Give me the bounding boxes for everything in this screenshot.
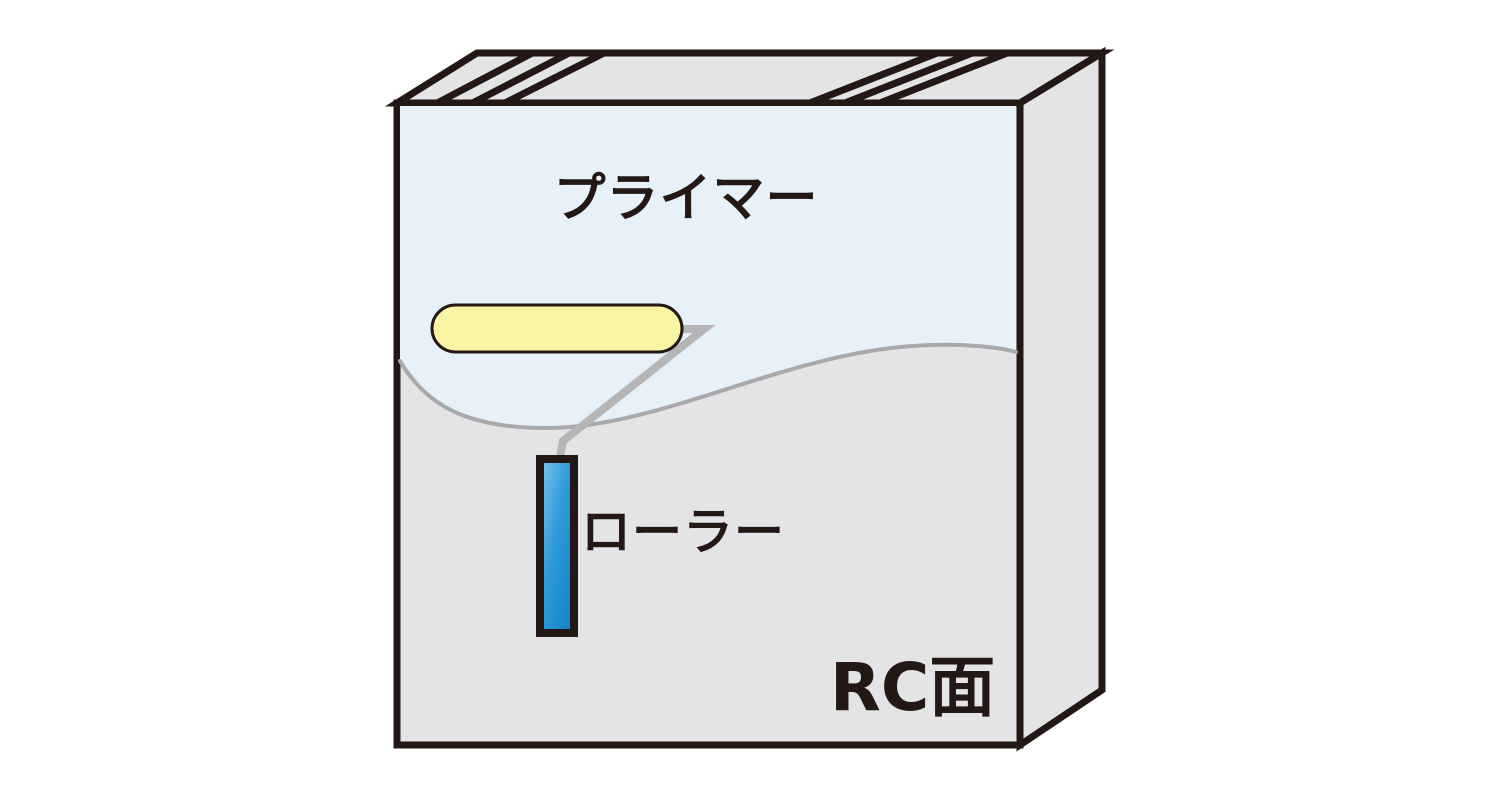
paint-roller-icon	[430, 303, 716, 637]
roller-handle	[536, 455, 578, 637]
roller-frame-wire	[555, 325, 716, 463]
primer-label: プライマー	[553, 169, 818, 229]
roller-label: ローラー	[581, 503, 785, 561]
roller-sleeve	[430, 303, 684, 354]
wall-block	[384, 46, 1115, 752]
wall-side-face	[1016, 46, 1106, 752]
coating-boundary-curve	[398, 342, 1018, 431]
rc-surface-label: RC面	[830, 649, 995, 726]
